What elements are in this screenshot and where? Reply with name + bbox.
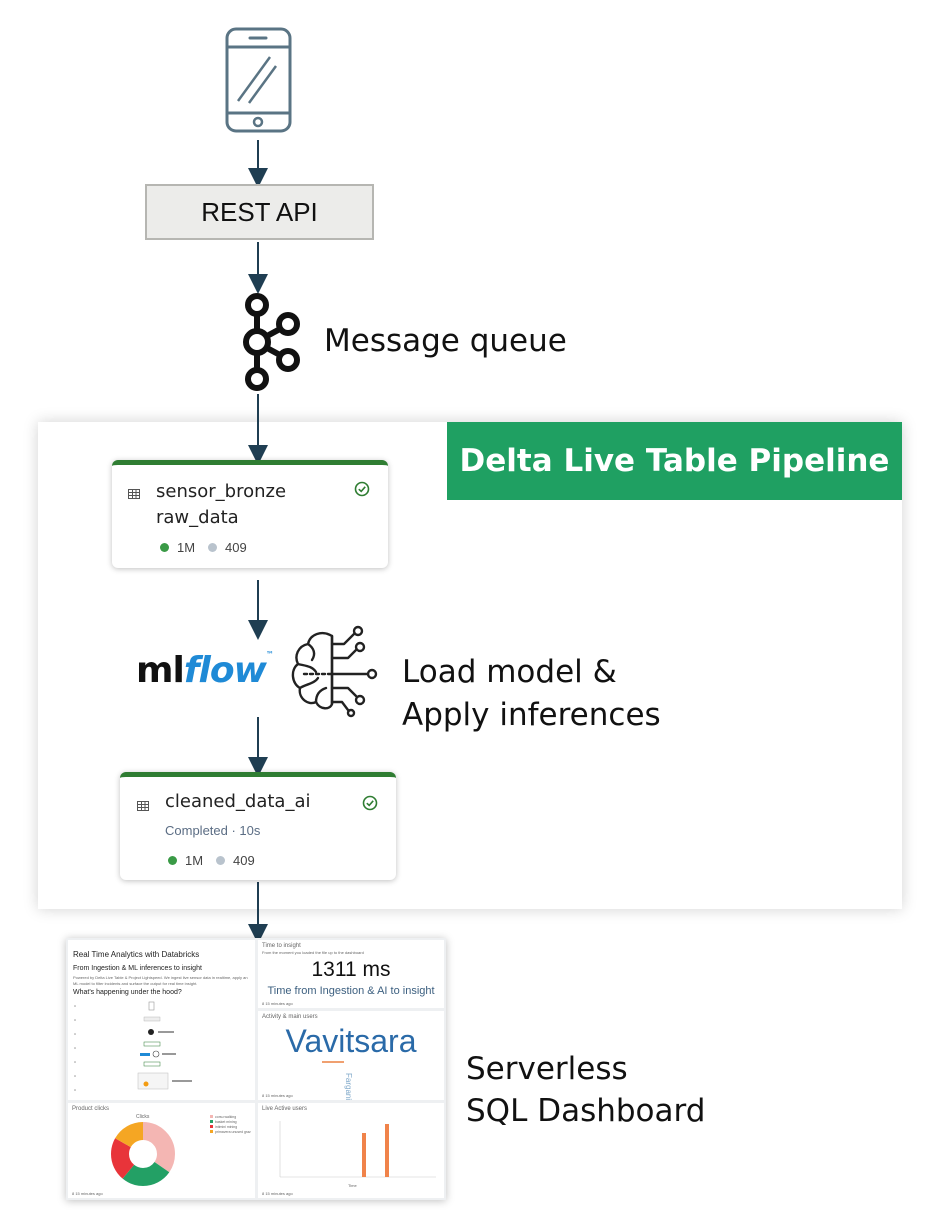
table-icon [137,801,149,811]
bar-2 [385,1124,389,1177]
time-to-insight-tile: Time to insight From the moment you load… [258,940,444,1008]
legend-item-3: intimini mining [210,1125,251,1130]
dashboard-under-hood: What's happening under the hood? [73,989,182,996]
dashboard-intro: Powered by Delta Live Table & Project Li… [73,975,248,986]
cleaned-data-ai-status: Completed · 10s [165,823,261,838]
stat-value: 409 [233,853,255,868]
legend-item-2: basket mining [210,1120,251,1125]
sensor-bronze-title: sensor_bronze [156,481,287,502]
green-dot-icon [168,856,177,865]
time-to-insight-title: Time to insight [262,943,301,949]
gray-dot-icon [216,856,225,865]
live-active-users-chart [279,1121,436,1178]
live-active-users-updated: 8 15 minutes ago [262,1191,293,1196]
bar-1 [362,1133,366,1177]
green-dot-icon [160,543,169,552]
activity-vertical-user: Fargani [344,1073,353,1100]
cleaned-stat-rows: 1M [168,853,203,868]
product-clicks-donut [111,1122,175,1186]
cleaned-data-ai-card[interactable]: cleaned_data_ai Completed · 10s 1M 409 [120,772,396,880]
product-clicks-title: Product clicks [72,1106,110,1112]
kafka-icon [243,293,300,391]
live-active-users-tile: Live Active users Time 8 15 minutes ago [258,1103,444,1198]
check-circle-icon [362,795,378,811]
stat-value: 409 [225,540,247,555]
mlflow-ml: ml [136,650,185,691]
brain-ai-icon [291,625,378,718]
mini-architecture-diagram [137,1001,192,1090]
sensor-bronze-stat-rows: 1M [160,540,195,555]
time-to-insight-caption: Time from Ingestion & AI to insight [267,985,435,997]
dashboard-intro-tile: Real Time Analytics with Databricks From… [68,940,255,1100]
dashboard-heading: From Ingestion & ML inferences to insigh… [73,965,202,972]
message-queue-label: Message queue [324,323,567,359]
stat-value: 1M [185,853,204,868]
product-clicks-chart-label: Clicks [136,1114,150,1120]
live-active-users-title: Live Active users [262,1106,308,1112]
mlflow-tm: ™ [265,650,274,659]
check-circle-icon [354,481,370,497]
table-icon [128,489,140,499]
mini-bullet-list [74,1005,76,1091]
rest-api-box: REST API [145,184,374,240]
time-to-insight-subtitle: From the moment you loaded the file up t… [262,950,364,955]
live-active-users-x-label: Time [348,1183,357,1188]
mlflow-logo: mlflow™ [136,650,274,691]
pipeline-banner: Delta Live Table Pipeline [447,422,902,500]
legend-item-1: corsu walking [210,1115,251,1120]
activity-small-word [322,1061,344,1063]
gray-dot-icon [208,543,217,552]
model-step-line2: Apply inferences [402,697,661,733]
time-to-insight-updated: 8 15 minutes ago [262,1001,293,1006]
product-clicks-updated: 8 15 minutes ago [72,1191,103,1196]
legend-item-4: primavera unused graz [210,1130,251,1135]
dashboard-title: Real Time Analytics with Databricks [73,950,200,959]
activity-title: Activity & main users [262,1014,318,1020]
stat-value: 1M [177,540,196,555]
sql-dashboard-thumbnail[interactable]: Real Time Analytics with Databricks From… [66,938,446,1200]
cleaned-data-ai-title: cleaned_data_ai [165,791,311,812]
activity-tile: Activity & main users Vavitsara Fargani … [258,1011,444,1100]
sensor-bronze-stat-dropped: 409 [208,540,247,555]
mlflow-flow: flow [183,650,267,691]
sensor-bronze-card[interactable]: sensor_bronze raw_data 1M 409 [112,460,388,568]
time-to-insight-value: 1311 ms [311,958,391,981]
activity-main-user: Vavitsara [285,1023,417,1059]
cleaned-stat-dropped: 409 [216,853,255,868]
dashboard-label-line1: Serverless [466,1051,628,1087]
dashboard-label-line2: SQL Dashboard [466,1093,706,1129]
product-clicks-tile: Product clicks Clicks corsu walking bask… [68,1103,255,1198]
model-step-line1: Load model & [402,654,617,690]
smartphone-icon [225,27,292,133]
sensor-bronze-subtitle: raw_data [156,507,239,528]
activity-updated: 8 15 minutes ago [262,1093,293,1098]
product-clicks-legend: corsu walking basket mining intimini min… [210,1115,251,1135]
